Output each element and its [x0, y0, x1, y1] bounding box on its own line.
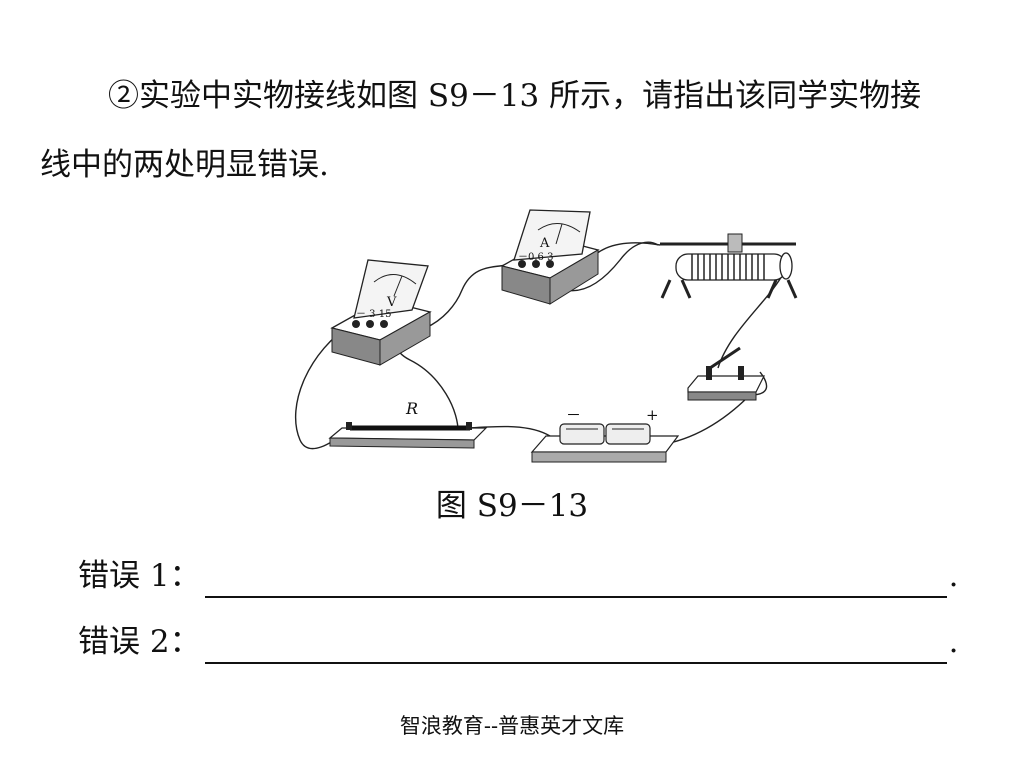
switch — [687, 346, 765, 401]
rheostat — [660, 233, 798, 299]
resistor-label: R — [405, 399, 418, 418]
question-line-2: 线中的两处明显错误. — [40, 147, 329, 183]
error-label-2: 错误 2： — [78, 624, 201, 660]
error-answer-blank-2[interactable] — [204, 634, 947, 664]
battery-minus: － — [566, 406, 581, 424]
error-row-2: 错误 2：. — [78, 620, 958, 664]
figure-caption: 图 S9－13 — [435, 488, 589, 524]
error-row-1: 错误 1：. — [78, 554, 958, 598]
ammeter-letter: A — [539, 236, 550, 251]
question-line-1: ②实验中实物接线如图 S9－13 所示，请指出该同学实物接 — [108, 78, 922, 114]
error-answer-blank-1[interactable] — [204, 568, 947, 598]
circuit-figure: V － 3 15 A －0.6 3 — [295, 209, 798, 463]
ammeter: A －0.6 3 — [500, 209, 600, 305]
battery-plus: + — [646, 406, 659, 424]
voltmeter-terminals: － 3 15 — [356, 309, 391, 320]
voltmeter-letter: V — [386, 295, 397, 310]
error-end-2: . — [948, 624, 959, 660]
ammeter-terminals: －0.6 3 — [518, 252, 553, 263]
error-label-1: 错误 1： — [78, 558, 201, 594]
error-end-1: . — [948, 558, 959, 594]
voltmeter: V － 3 15 — [330, 259, 432, 366]
resistor: R — [328, 399, 488, 449]
battery: － + — [530, 406, 680, 463]
footer-text: 智浪教育--普惠英才文库 — [399, 714, 625, 738]
